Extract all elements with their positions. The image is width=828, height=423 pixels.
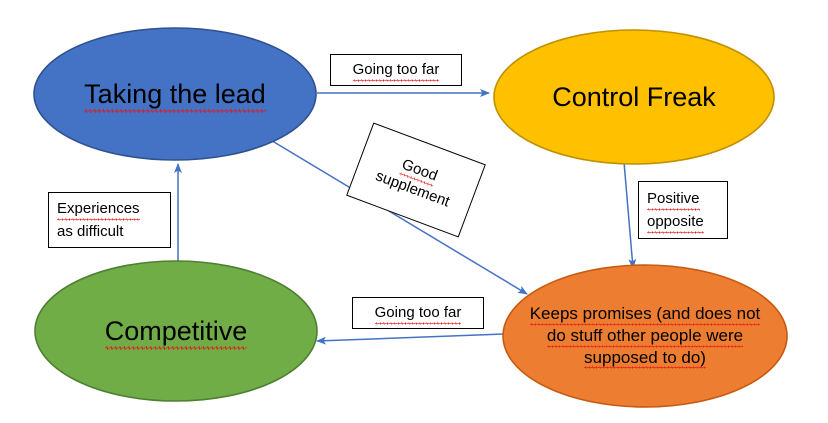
- node-keeps-promises[interactable]: [502, 264, 788, 408]
- callout-text-experiences-line2: as difficult: [57, 223, 124, 240]
- callout-text-experiences-line1: Experiences: [57, 197, 140, 222]
- callout-text-positive-opposite-line1: Positive: [647, 187, 700, 212]
- node-competitive[interactable]: [34, 260, 318, 402]
- node-control-freak[interactable]: [493, 29, 775, 165]
- callout-positive-opposite[interactable]: Positive opposite: [638, 181, 728, 239]
- callout-going-too-far-top[interactable]: Going too far: [330, 54, 462, 86]
- connector-lead-to-keeps-promises: [268, 138, 528, 295]
- node-taking-the-lead[interactable]: [33, 27, 317, 161]
- callout-text-going-too-far-bottom: Going too far: [374, 301, 461, 326]
- callout-going-too-far-bottom[interactable]: Going too far: [352, 297, 484, 329]
- connector-control-to-keeps-promises: [623, 161, 637, 269]
- callout-experiences-as-difficult[interactable]: Experiences as difficult: [48, 192, 171, 248]
- connector-keeps-promises-to-competitive: [316, 333, 505, 345]
- callout-text-going-too-far-top: Going too far: [352, 58, 439, 83]
- callout-text-positive-opposite-line2: opposite: [647, 210, 704, 235]
